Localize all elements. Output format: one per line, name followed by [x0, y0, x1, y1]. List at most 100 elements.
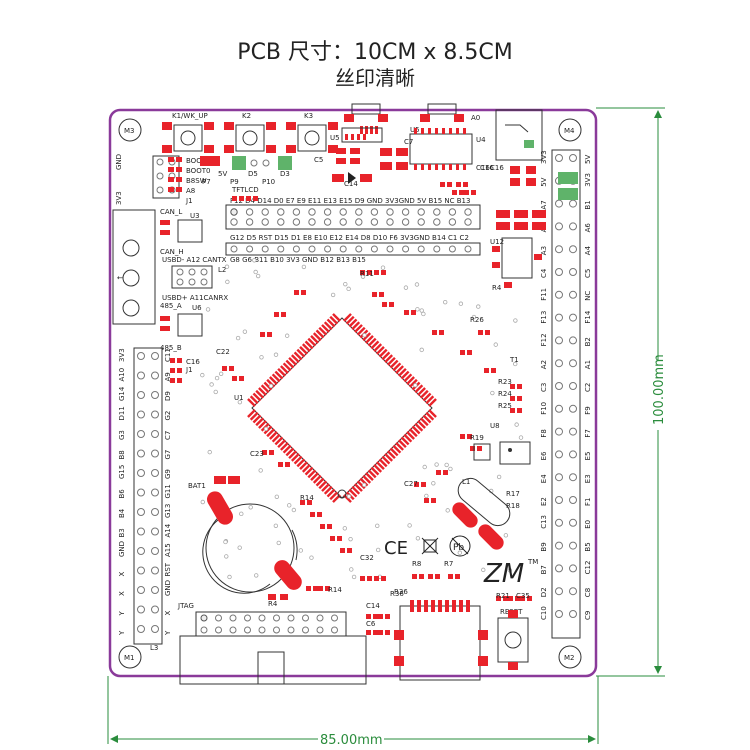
svg-text:C16: C16	[476, 164, 490, 172]
smd-pad	[428, 574, 433, 579]
header-pin	[137, 527, 145, 536]
via	[342, 526, 348, 531]
header-pin	[555, 450, 563, 459]
left-header-label: Y	[118, 611, 126, 617]
smd-pad	[325, 586, 330, 591]
qfp-pad	[252, 392, 262, 402]
via	[301, 264, 307, 270]
header-pin	[230, 245, 238, 253]
header-pin	[230, 218, 238, 226]
svg-text:Pb: Pb	[453, 543, 464, 553]
header-pin	[433, 208, 441, 216]
qfp-pad	[290, 452, 300, 462]
left-header-label: A15	[164, 543, 172, 557]
smd-pad	[301, 290, 306, 295]
ic-pad	[421, 128, 424, 134]
qfp-pad	[299, 461, 308, 470]
header-pin	[448, 245, 456, 253]
qfp-pad	[356, 480, 366, 490]
ic-pad	[428, 128, 431, 134]
svg-text:BAT1: BAT1	[188, 482, 206, 490]
sd-pad	[459, 600, 463, 612]
right-header-label: B5	[584, 542, 592, 551]
qfp-pad	[260, 384, 270, 394]
svg-text:C6: C6	[366, 620, 376, 628]
qfp-pad	[323, 321, 333, 331]
svg-text:K2: K2	[242, 112, 251, 120]
middle-labels: R26 T1 R23 R24 R25 U8 C16 J1 R11 L1 R17 …	[185, 270, 530, 628]
header-pin	[417, 218, 425, 226]
left-header-label: RST	[164, 562, 172, 576]
qfp-pad	[408, 428, 418, 438]
smd-pad	[435, 574, 440, 579]
b8-switch	[495, 109, 543, 161]
qfp-pad	[312, 474, 322, 484]
header-pin	[417, 208, 425, 216]
smd-pad	[253, 196, 258, 201]
right-header-label: E4	[540, 474, 548, 483]
ic-pad	[463, 128, 466, 134]
via	[200, 372, 205, 378]
right-header-label: NC	[584, 291, 592, 301]
qfp-pad	[304, 466, 314, 476]
left-pin-header: L3	[133, 347, 163, 652]
right-header-label: B1	[584, 200, 592, 209]
qfp-pad	[365, 335, 374, 344]
qfp-pad	[384, 354, 394, 364]
header-pin	[555, 564, 563, 573]
ic-pad	[435, 164, 438, 170]
svg-text:J1: J1	[185, 366, 193, 374]
header-pin	[569, 473, 577, 482]
right-header-label: B7	[540, 565, 548, 574]
capacitor-block-right: U12 R4	[490, 210, 546, 292]
header-pin	[323, 218, 332, 226]
right-header-label: E2	[540, 497, 548, 506]
qfp-pad	[400, 436, 410, 446]
smd-pad	[510, 408, 515, 413]
qfp-pad	[411, 425, 421, 435]
resistor-r4	[268, 594, 288, 600]
header-pin	[569, 541, 577, 550]
smd-pad	[373, 630, 378, 635]
smd-pad	[310, 512, 315, 517]
qfp-pad	[249, 411, 259, 421]
smd-pad	[496, 596, 501, 601]
via	[263, 426, 269, 432]
header-pin	[230, 208, 238, 216]
header-pin	[246, 245, 254, 253]
via	[458, 301, 464, 306]
smd-pad	[404, 310, 409, 315]
header-pin	[386, 208, 394, 216]
smd-pad	[463, 182, 468, 187]
header-pin	[355, 245, 363, 253]
svg-text:A0: A0	[471, 114, 480, 122]
header-pin	[355, 208, 363, 216]
header-pin	[555, 268, 563, 276]
svg-text:U5: U5	[330, 134, 340, 142]
smd-pad	[520, 596, 525, 601]
qfp-pad	[277, 439, 287, 449]
via	[424, 493, 429, 499]
header-pin	[137, 371, 145, 380]
header-pin	[569, 610, 577, 618]
smd-pad	[460, 434, 465, 439]
smd-pad	[478, 330, 483, 335]
header-pin	[555, 587, 563, 596]
svg-text:R23: R23	[498, 378, 512, 386]
qfp-pad	[307, 337, 317, 347]
smd-pad	[300, 500, 305, 505]
smd-pad	[177, 378, 182, 383]
qfp-pad	[321, 324, 330, 333]
smd-pad	[246, 196, 251, 201]
svg-text:TFTLCD: TFTLCD	[231, 186, 259, 194]
via	[252, 258, 257, 263]
svg-text:D3: D3	[280, 170, 290, 178]
svg-text:R4: R4	[268, 600, 278, 608]
header-pin	[137, 430, 145, 438]
header-pin	[292, 218, 301, 226]
header-pin	[308, 208, 316, 216]
ic-pad	[456, 128, 459, 134]
right-header-label: C3	[540, 383, 548, 392]
svg-text:GND: GND	[115, 154, 123, 170]
header-pin	[151, 430, 159, 438]
